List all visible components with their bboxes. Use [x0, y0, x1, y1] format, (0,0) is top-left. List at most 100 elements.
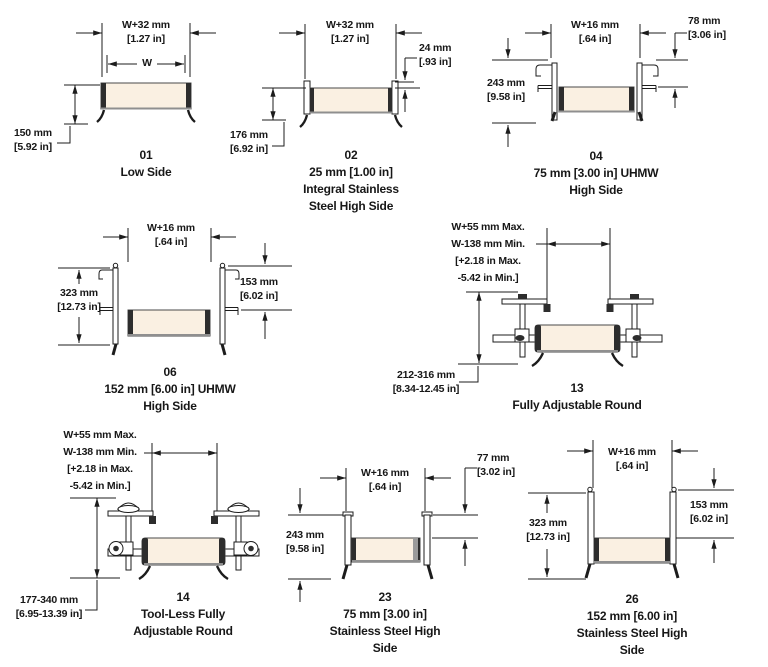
d01-caption: 01 Low Side [76, 147, 216, 181]
caption-line: 75 mm [3.00 in] UHMW [533, 166, 659, 180]
d04-dim-top-label: W+16 mm [.64 in] [545, 19, 645, 46]
d26-dim-left-label: 323 mm [12.73 in] [520, 517, 576, 544]
dim-line: W+55 mm Max. [63, 429, 137, 441]
dim-line: 78 mm [688, 15, 721, 27]
d02-drawing [262, 24, 422, 147]
dim-line: [.64 in] [154, 235, 188, 248]
dim-line: 77 mm [477, 452, 510, 464]
caption-number: 13 [570, 381, 584, 395]
dim-line: W-138 mm Min. [63, 446, 137, 458]
caption-line: Integral Stainless [303, 182, 399, 196]
dim-line: W+16 mm [608, 446, 656, 458]
caption-line: Side [619, 643, 645, 657]
dim-line: [.64 in] [615, 459, 649, 472]
dim-line: [12.73 in] [526, 530, 570, 543]
caption-line: Side [372, 641, 398, 655]
dim-line: W+32 mm [122, 19, 170, 31]
d02-dim-top-label: W+32 mm [1.27 in] [300, 19, 400, 46]
d23-dim-top-label: W+16 mm [.64 in] [335, 467, 435, 494]
dim-line: -5.42 in Min.] [69, 480, 131, 492]
caption-number: 04 [589, 149, 603, 163]
dim-line: [.64 in] [578, 32, 612, 45]
caption-line: 152 mm [6.00 in] [586, 609, 678, 623]
d14-drawing [70, 443, 260, 611]
dim-line: [.64 in] [368, 480, 402, 493]
d13-dim-top-label: W+55 mm Max. W-138 mm Min. [+2.18 in Max… [440, 219, 536, 287]
dim-line: -5.42 in Min.] [457, 272, 519, 284]
dim-line: W+16 mm [361, 467, 409, 479]
caption-number: 01 [139, 148, 153, 162]
dim-line: [+2.18 in Max. [455, 255, 521, 267]
dim-line: 177-340 mm [19, 594, 79, 606]
dim-line: W+32 mm [326, 19, 374, 31]
dim-line: W-138 mm Min. [451, 238, 525, 250]
d23-dim-left-label: 243 mm [9.58 in] [280, 529, 330, 556]
caption-number: 06 [163, 365, 177, 379]
dim-line: [9.58 in] [286, 542, 324, 555]
dim-line: [5.92 in] [14, 140, 52, 153]
d14-caption: 14 Tool-Less Fully Adjustable Round [103, 589, 263, 640]
d01-dim-w-label: W [137, 57, 157, 71]
caption-line: Steel High Side [308, 199, 394, 213]
d26-dim-right-label: 153 mm [6.02 in] [690, 499, 738, 526]
caption-line: High Side [143, 399, 197, 413]
dim-line: [1.27 in] [331, 32, 369, 45]
caption-number: 14 [176, 590, 190, 604]
caption-line: Tool-Less Fully [140, 607, 226, 621]
d26-dim-top-label: W+16 mm [.64 in] [582, 446, 682, 473]
dim-line: W+16 mm [571, 19, 619, 31]
caption-number: 23 [378, 590, 392, 604]
d04-dim-right-label: 78 mm [3.06 in] [688, 15, 736, 42]
dim-line: [3.02 in] [477, 465, 515, 478]
d06-dim-top-label: W+16 mm [.64 in] [121, 222, 221, 249]
dim-line: 150 mm [14, 127, 52, 139]
caption-number: 02 [344, 148, 358, 162]
dim-line: 323 mm [529, 517, 567, 529]
d02-dim-left-label: 176 mm [6.92 in] [226, 129, 272, 156]
dim-line: [12.73 in] [57, 300, 101, 313]
dim-line: [6.95-13.39 in] [15, 607, 83, 620]
dim-line: W+55 mm Max. [451, 221, 525, 233]
dim-line: [6.92 in] [230, 142, 268, 155]
dim-line: [6.02 in] [240, 289, 278, 302]
caption-number: 26 [625, 592, 639, 606]
dim-line: [9.58 in] [487, 90, 525, 103]
d02-dim-right-label: 24 mm [.93 in] [419, 42, 469, 69]
caption-line: Low Side [120, 165, 172, 179]
dim-line: [6.02 in] [690, 512, 728, 525]
d14-dim-top-label: W+55 mm Max. W-138 mm Min. [+2.18 in Max… [52, 427, 148, 495]
d01-dim-top-label: W+32 mm [1.27 in] [96, 19, 196, 46]
dim-line: 153 mm [240, 276, 278, 288]
d23-dim-right-label: 77 mm [3.02 in] [477, 452, 525, 479]
dim-line: [.93 in] [419, 55, 452, 68]
dim-line: W+16 mm [147, 222, 195, 234]
d06-dim-left-label: 323 mm [12.73 in] [52, 287, 106, 314]
d14-dim-left-label: 177-340 mm [6.95-13.39 in] [10, 594, 88, 621]
d01-drawing [57, 23, 216, 144]
caption-line: High Side [569, 183, 623, 197]
dim-line: [1.27 in] [127, 32, 165, 45]
d06-dim-right-label: 153 mm [6.02 in] [240, 276, 290, 303]
dim-line: [8.34-12.45 in] [392, 382, 460, 395]
caption-line: 152 mm [6.00 in] UHMW [104, 382, 236, 396]
d26-caption: 26 152 mm [6.00 in] Stainless Steel High… [562, 591, 702, 659]
d26-drawing [528, 440, 734, 580]
dim-line: 323 mm [60, 287, 98, 299]
d23-drawing [288, 467, 478, 602]
d06-caption: 06 152 mm [6.00 in] UHMW High Side [100, 364, 240, 415]
d06-drawing [58, 228, 292, 356]
d04-caption: 04 75 mm [3.00 in] UHMW High Side [526, 148, 666, 199]
dim-line: 24 mm [419, 42, 452, 54]
caption-line: Stainless Steel High [576, 626, 688, 640]
caption-line: Adjustable Round [133, 624, 233, 638]
caption-line: 75 mm [3.00 in] [343, 607, 427, 621]
dim-line: 176 mm [230, 129, 268, 141]
dim-line: 243 mm [286, 529, 324, 541]
d04-drawing [492, 24, 688, 147]
dim-line: 212-316 mm [396, 369, 456, 381]
d04-dim-left-label: 243 mm [9.58 in] [480, 77, 532, 104]
caption-line: Stainless Steel High [329, 624, 441, 638]
caption-line: 25 mm [1.00 in] [309, 165, 393, 179]
d13-caption: 13 Fully Adjustable Round [497, 380, 657, 414]
